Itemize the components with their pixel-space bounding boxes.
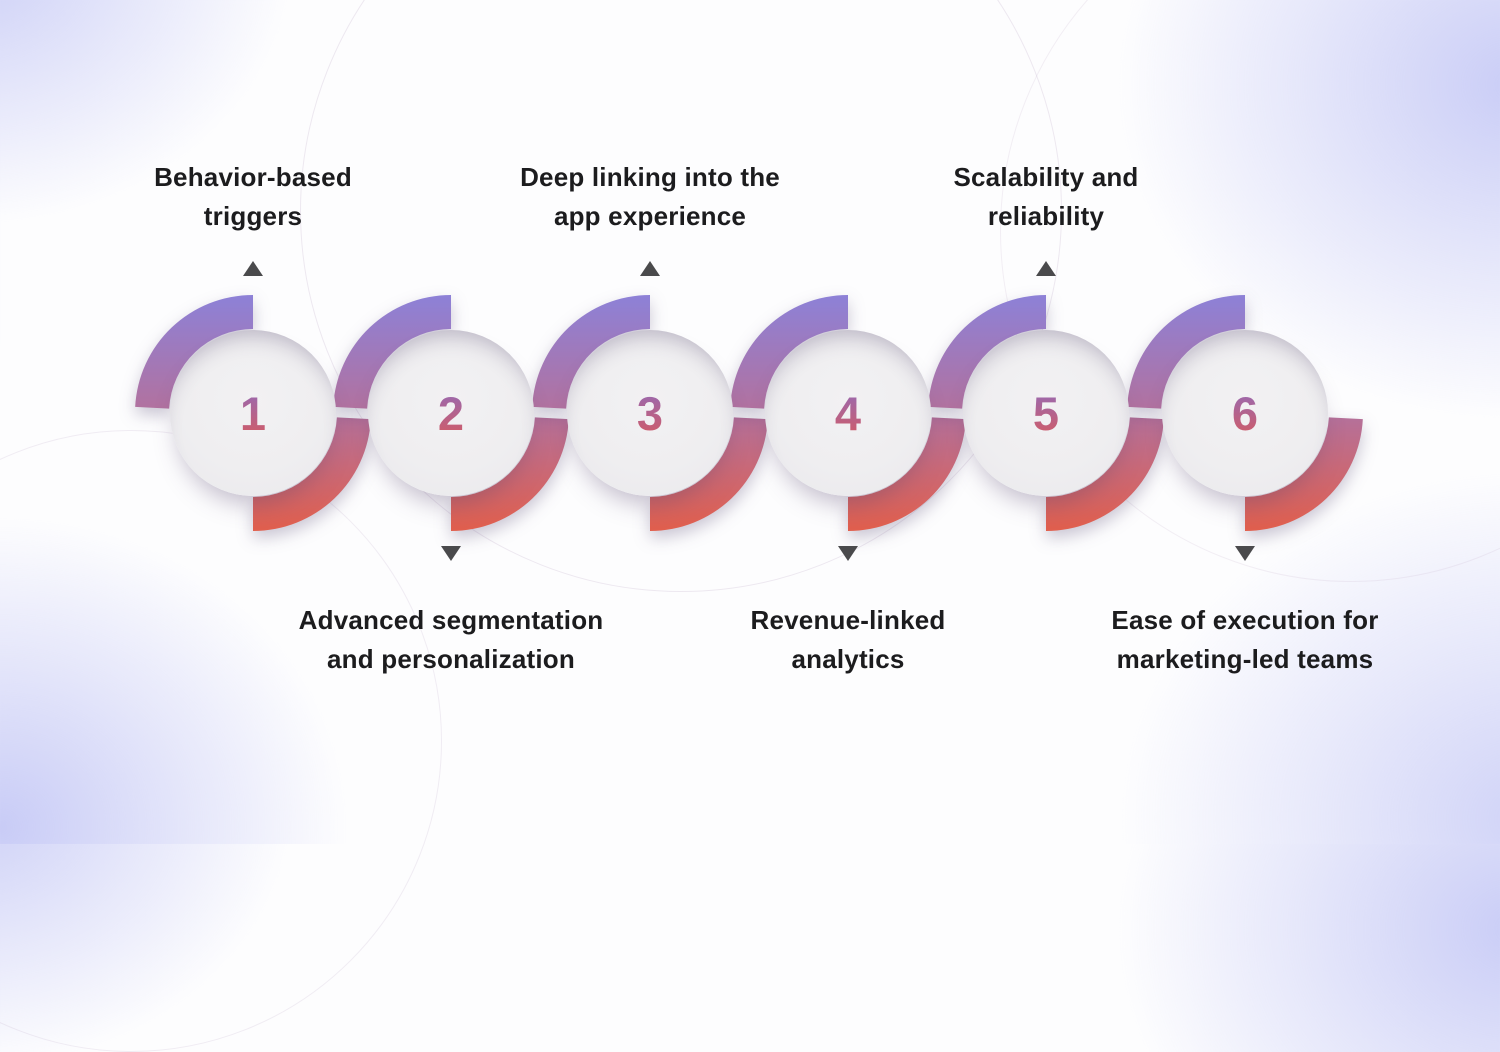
step-label-1-line-1: Behavior-based [154, 162, 352, 192]
step-ring-2 [333, 295, 569, 531]
step-label-4: Revenue-linked analytics [628, 601, 1068, 679]
arrow-up-icon-3 [640, 261, 660, 276]
step-ring-4 [730, 295, 966, 531]
step-label-2-line-1: Advanced segmentation [298, 605, 604, 635]
step-label-6-line-2: marketing-led teams [1116, 644, 1374, 674]
step-label-3-line-2: app experience [553, 201, 747, 231]
step-label-5: Scalability and reliability [826, 158, 1266, 236]
arrow-up-icon-5 [1036, 261, 1056, 276]
step-label-4-line-1: Revenue-linked [750, 605, 946, 635]
step-ring-6 [1127, 295, 1363, 531]
arrow-down-icon-6 [1235, 546, 1255, 561]
ring-red-arc [451, 417, 569, 531]
step-number-6: 6 [1231, 386, 1259, 440]
ring-red-arc [253, 417, 371, 531]
step-disc-3: 3 [567, 330, 733, 496]
arrow-down-icon-4 [838, 546, 858, 561]
ring-purple-arc [1127, 295, 1245, 409]
step-ring-1 [135, 295, 371, 531]
step-number-3: 3 [636, 386, 664, 440]
step-label-2: Advanced segmentation and personalizatio… [231, 601, 671, 679]
step-label-3-line-1: Deep linking into the [520, 162, 780, 192]
ring-purple-arc [928, 295, 1046, 409]
step-number-1: 1 [239, 386, 267, 440]
step-disc-5: 5 [963, 330, 1129, 496]
ring-red-arc [848, 417, 966, 531]
step-disc-4: 4 [765, 330, 931, 496]
arrow-up-icon-1 [243, 261, 263, 276]
step-label-6: Ease of execution for marketing-led team… [1025, 601, 1465, 679]
step-disc-6: 6 [1162, 330, 1328, 496]
step-label-6-line-1: Ease of execution for [1111, 605, 1379, 635]
step-ring-3 [532, 295, 768, 531]
step-disc-2: 2 [368, 330, 534, 496]
ring-purple-arc [730, 295, 848, 409]
ring-red-arc [1245, 417, 1363, 531]
ring-purple-arc [532, 295, 650, 409]
ring-purple-arc [333, 295, 451, 409]
step-number-5: 5 [1032, 386, 1060, 440]
step-label-3: Deep linking into the app experience [430, 158, 870, 236]
ring-purple-arc [135, 295, 253, 409]
step-label-4-line-2: analytics [791, 644, 905, 674]
ring-red-arc [1046, 417, 1164, 531]
ring-red-arc [650, 417, 768, 531]
step-label-2-line-2: and personalization [327, 644, 575, 674]
step-label-1-line-2: triggers [203, 201, 303, 231]
step-label-5-line-1: Scalability and [953, 162, 1139, 192]
step-number-2: 2 [437, 386, 465, 440]
step-disc-1: 1 [170, 330, 336, 496]
step-ring-5 [928, 295, 1164, 531]
step-label-1: Behavior-based triggers [33, 158, 473, 236]
arrow-down-icon-2 [441, 546, 461, 561]
step-number-4: 4 [834, 386, 862, 440]
step-label-5-line-2: reliability [987, 201, 1105, 231]
